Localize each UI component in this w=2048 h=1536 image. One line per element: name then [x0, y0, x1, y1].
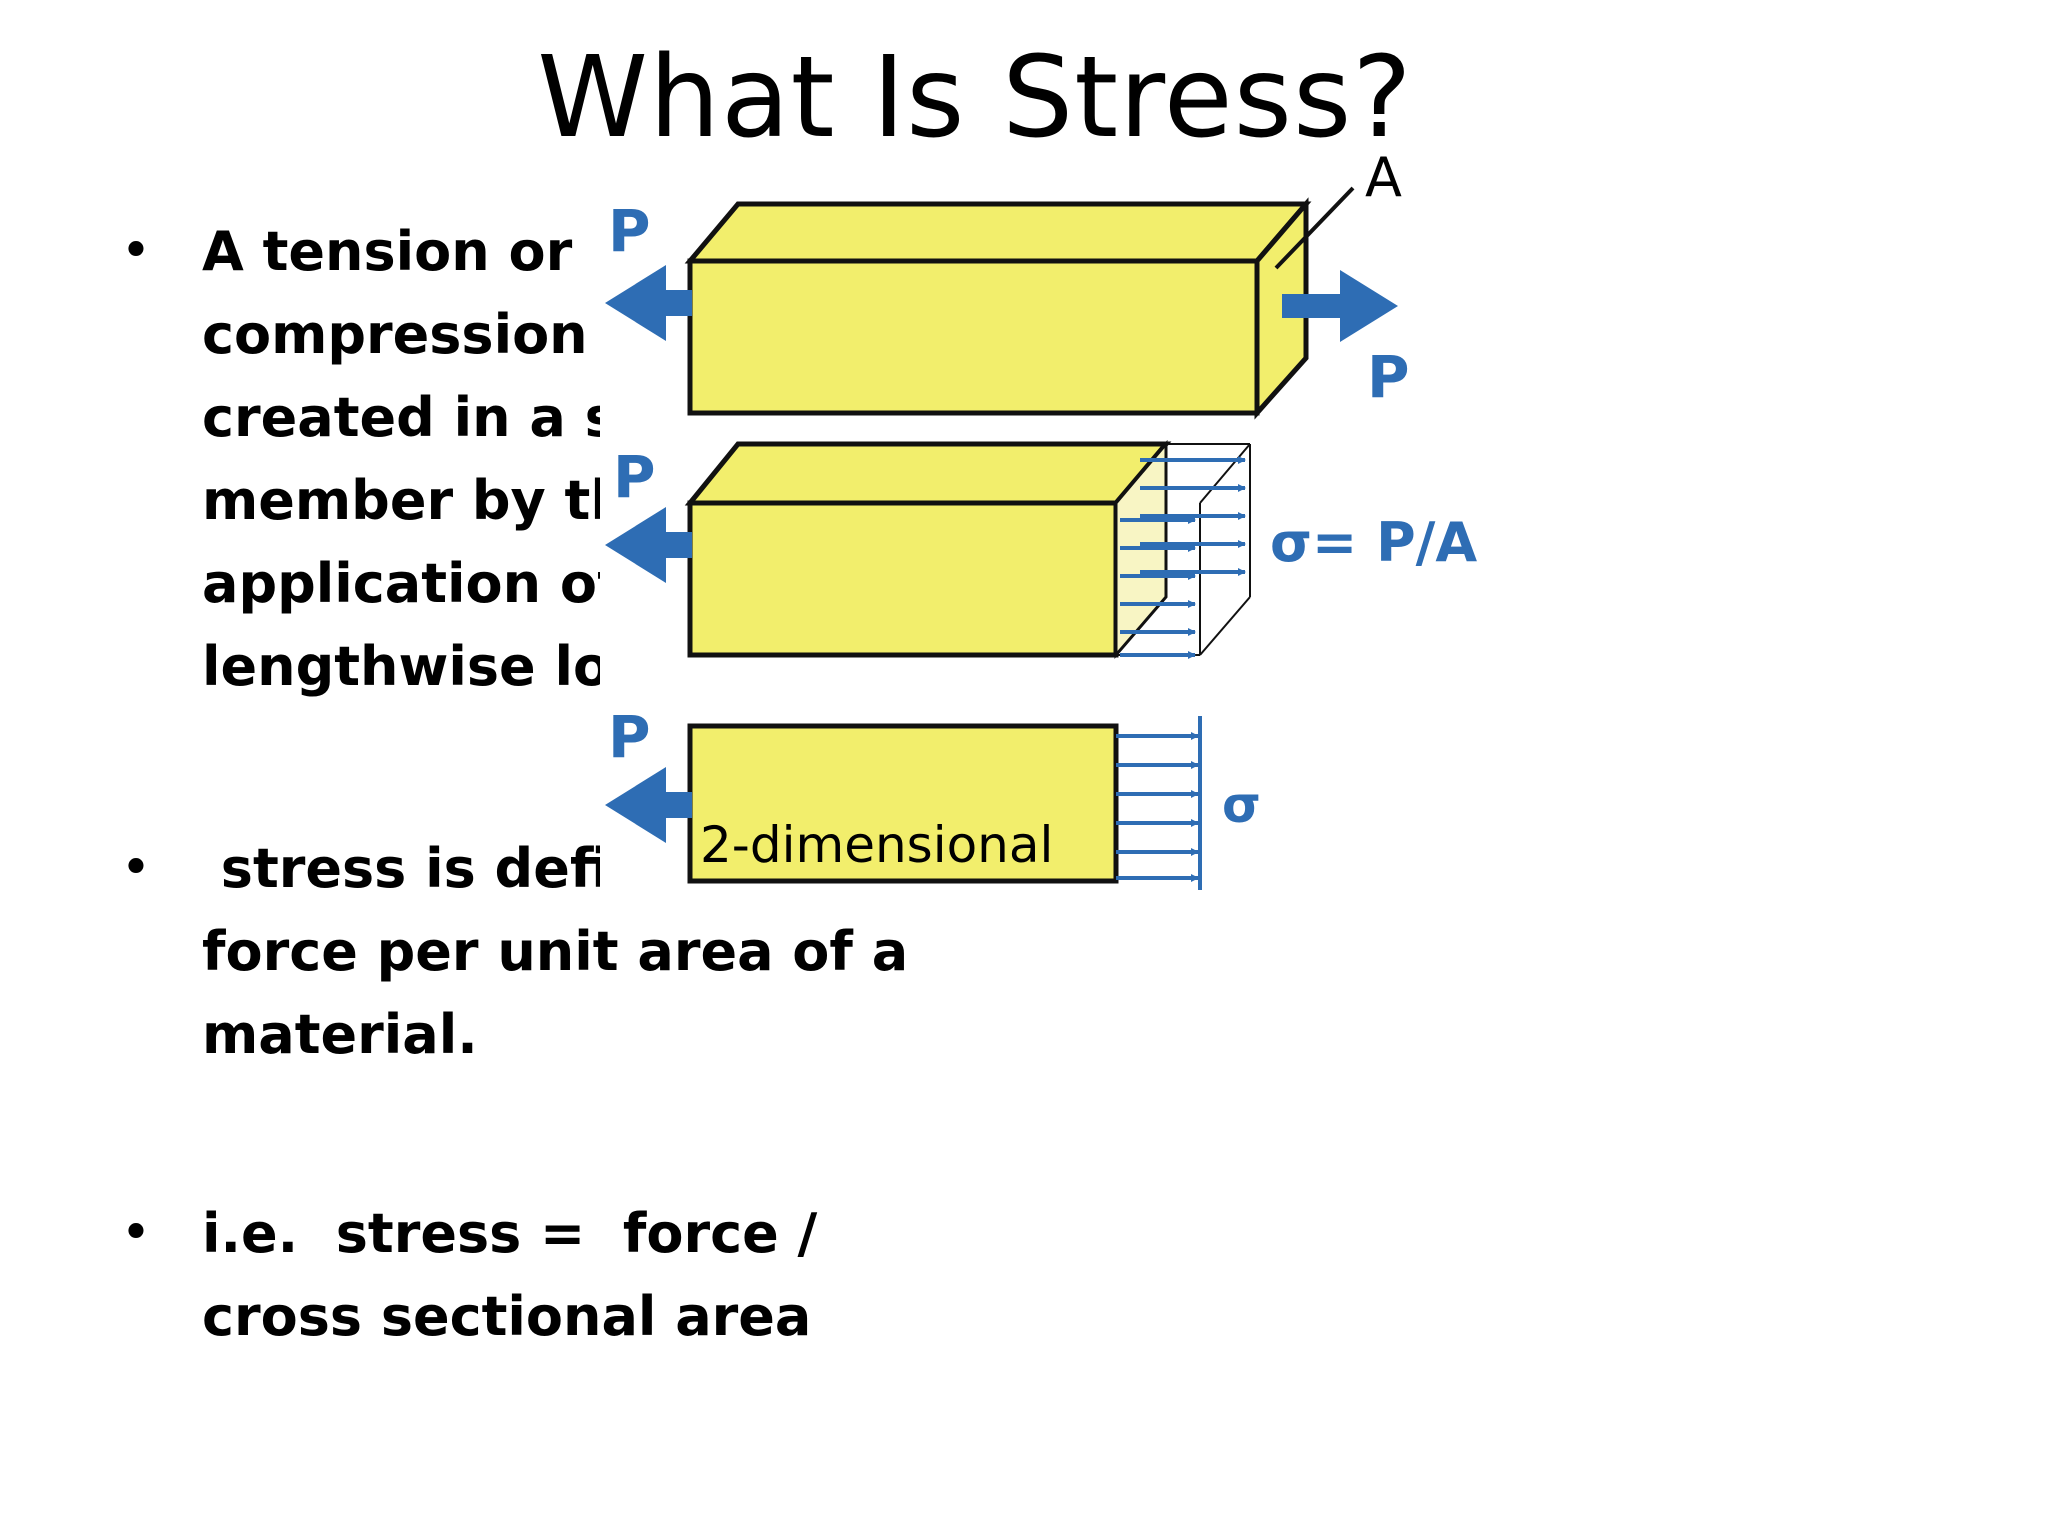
distributed-stress-arrows: [1120, 456, 1246, 659]
middle-left-load-arrow: [605, 507, 692, 583]
bottom-bar-2d: P σ 2-dimensional: [605, 703, 1261, 890]
bottom-bar-face: [687, 723, 1119, 884]
bottom-left-load-arrow: [605, 767, 692, 843]
top-bar-front-face: [687, 258, 1260, 416]
top-bar-top-face: [684, 201, 1312, 264]
bullet-1-line: member by th: [202, 469, 602, 532]
2d-stress-arrows: [1116, 732, 1199, 882]
label-load-middle: P: [613, 443, 656, 511]
label-sigma: σ: [1222, 776, 1261, 834]
middle-bar-top-face: [684, 441, 1172, 506]
label-formula: σ= P/A: [1270, 511, 1477, 574]
bullet-3-text: i.e. stress = force / cross sectional ar…: [202, 1192, 982, 1358]
slide-title: What Is Stress?: [537, 33, 1413, 163]
bullet-1-line: created in a st: [202, 386, 602, 449]
middle-bar: P σ= P/A: [605, 439, 1477, 660]
label-two-dimensional: 2-dimensional: [700, 816, 1053, 874]
bullet-2-line: material.: [202, 1003, 478, 1066]
label-load-left: P: [608, 197, 651, 265]
bullet-1-line: compression s: [202, 303, 602, 366]
top-bar: A P P: [605, 146, 1410, 420]
bullet-1-line: A tension or: [202, 220, 573, 283]
bullet-marker: •: [120, 221, 152, 281]
right-load-arrow: [1282, 270, 1398, 342]
bullet-2-line: force per unit area of a: [202, 920, 909, 983]
left-load-arrow: [605, 265, 692, 341]
label-area: A: [1365, 146, 1402, 209]
bullet-3-line: cross sectional area: [202, 1285, 812, 1348]
stress-volume-outline: [1116, 443, 1251, 656]
middle-bar-front-face: [687, 500, 1119, 658]
bullet-marker: •: [120, 1203, 152, 1263]
label-load-bottom: P: [608, 703, 651, 771]
area-leader-line: [1274, 186, 1355, 270]
bullet-3-line: i.e. stress = force /: [202, 1202, 818, 1265]
bullet-1-line: lengthwise loa: [202, 635, 602, 698]
bullet-1-line: application of: [202, 552, 602, 615]
label-load-right: P: [1367, 343, 1410, 411]
bullet-1-text: A tension or compression s created in a …: [202, 210, 602, 708]
bullet-marker: •: [120, 838, 152, 898]
